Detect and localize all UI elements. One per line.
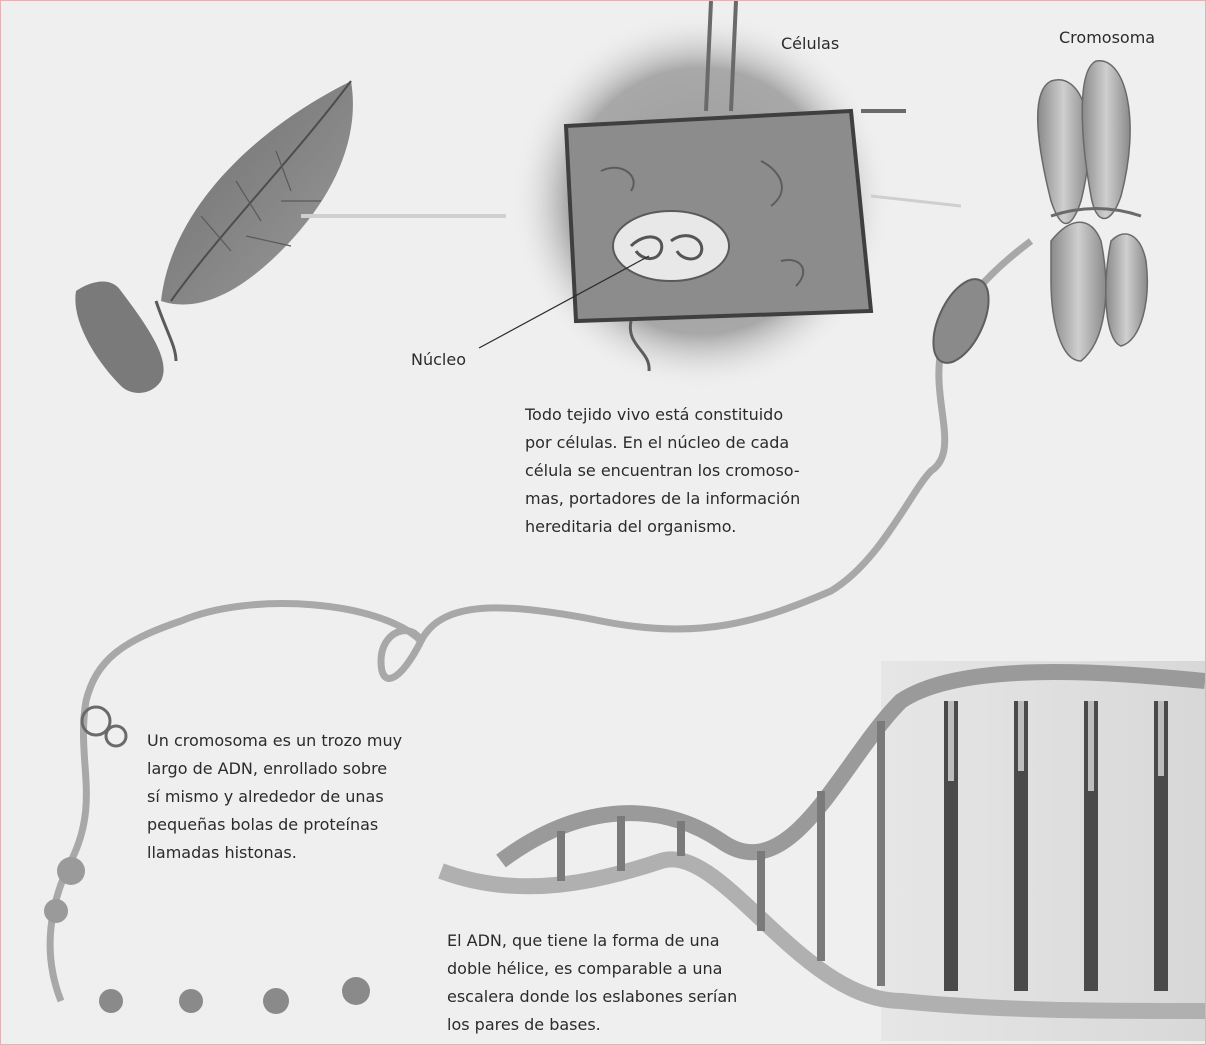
- paragraph-line: célula se encuentran los cromoso-: [525, 457, 857, 485]
- cell-illustration: [511, 1, 961, 391]
- paragraph-line: doble hélice, es comparable a una: [447, 955, 809, 983]
- chromosome-illustration: [1038, 61, 1147, 361]
- paragraph-line: sí mismo y alrededor de unas: [147, 783, 439, 811]
- paragraph-line: largo de ADN, enrollado sobre: [147, 755, 439, 783]
- paragraph-line: pequeñas bolas de proteínas: [147, 811, 439, 839]
- paragraph-line: Un cromosoma es un trozo muy: [147, 727, 439, 755]
- paragraph-cromosoma: Un cromosoma es un trozo muy largo de AD…: [147, 727, 439, 867]
- paragraph-line: los pares de bases.: [447, 1011, 809, 1039]
- paragraph-line: hereditaria del organismo.: [525, 513, 857, 541]
- paragraph-line: El ADN, que tiene la forma de una: [447, 927, 809, 955]
- paragraph-line: llamadas histonas.: [147, 839, 439, 867]
- paragraph-line: por células. En el núcleo de cada: [525, 429, 857, 457]
- label-nucleo: Núcleo: [411, 350, 466, 370]
- paragraph-tejido: Todo tejido vivo está constituido por cé…: [525, 401, 857, 541]
- label-celulas: Células: [781, 34, 839, 54]
- paragraph-adn: El ADN, que tiene la forma de una doble …: [447, 927, 809, 1039]
- paragraph-line: mas, portadores de la información: [525, 485, 857, 513]
- paragraph-line: Todo tejido vivo está constituido: [525, 401, 857, 429]
- label-cromosoma: Cromosoma: [1059, 28, 1155, 48]
- paragraph-line: escalera donde los eslabones serían: [447, 983, 809, 1011]
- leaf-illustration: [75, 81, 353, 393]
